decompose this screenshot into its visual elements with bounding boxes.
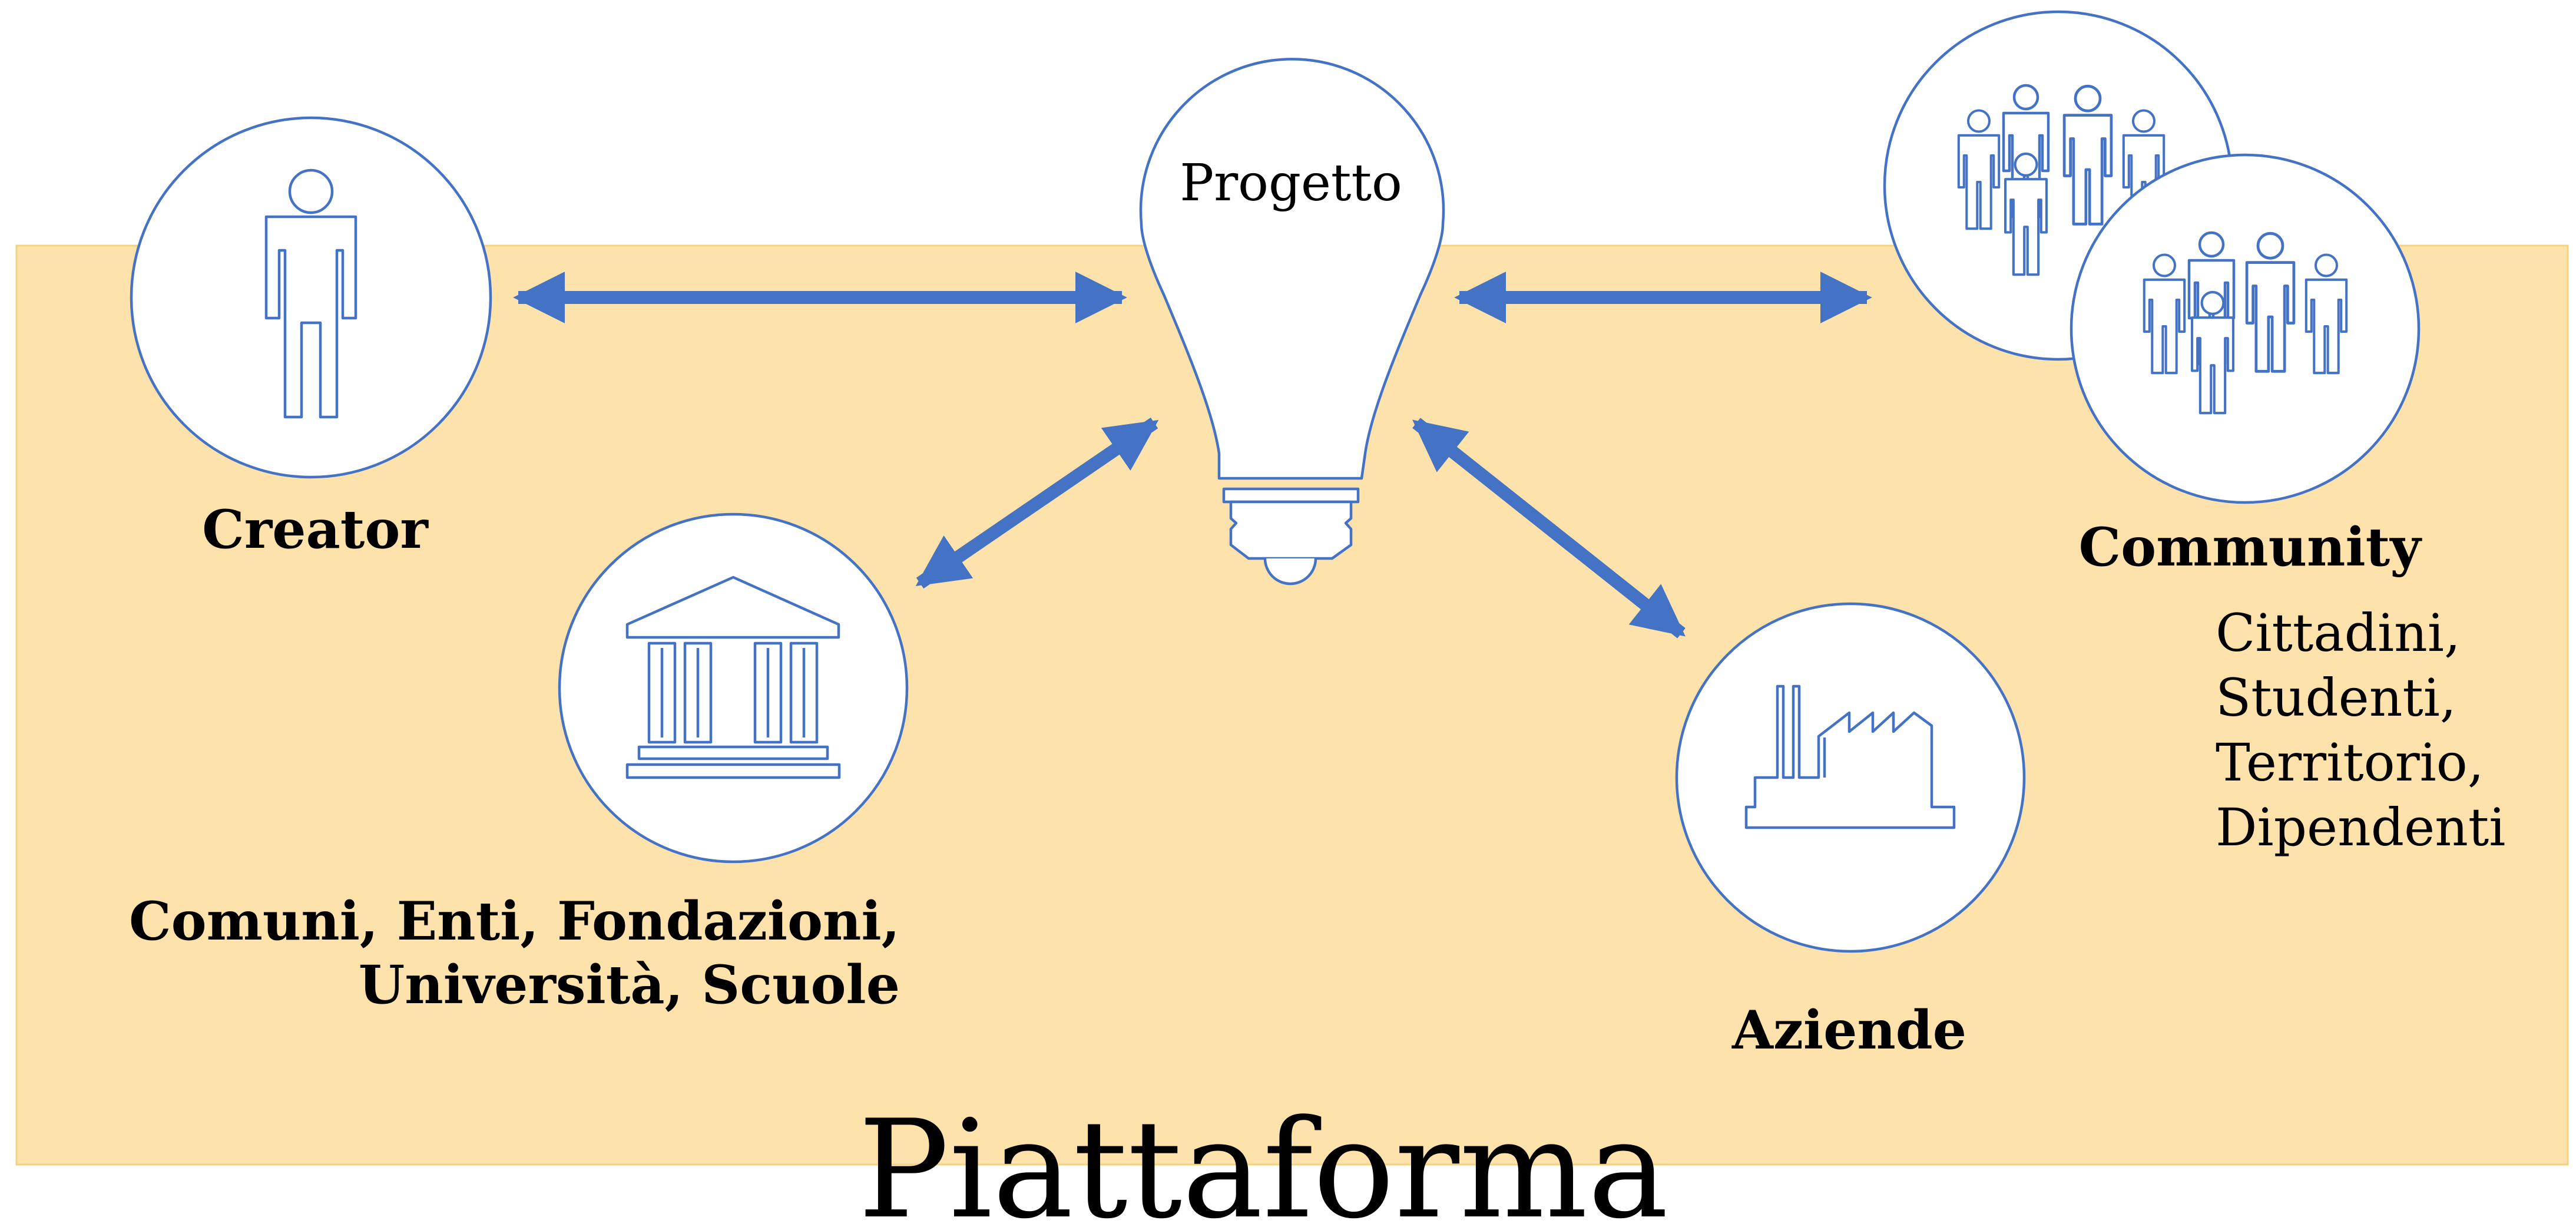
community-circle-front [2070, 153, 2421, 504]
community-member-3: Territorio, [2216, 732, 2484, 793]
institutions-label-line2: Università, Scuole [359, 954, 900, 1016]
institutions-label-line1: Comuni, Enti, Fondazioni, [129, 890, 900, 953]
institutions-circle [558, 512, 909, 864]
connection-arrows [513, 272, 1872, 639]
project-label: Progetto [1180, 154, 1402, 213]
platform-label: Piattaforma [858, 1092, 1668, 1227]
institutions-node: Comuni, Enti, Fondazioni, Università, Sc… [129, 512, 909, 1016]
arrow-project-institutions [915, 417, 1159, 589]
community-member-1: Cittadini, [2216, 603, 2461, 663]
community-member-2: Studenti, [2216, 667, 2456, 728]
project-node: Progetto [1139, 58, 1445, 586]
community-label: Community [2078, 516, 2422, 578]
person-icon [264, 168, 357, 419]
companies-node: Aziende [1675, 602, 2026, 1061]
community-member-4: Dipendenti [2216, 797, 2505, 858]
arrow-project-companies [1412, 418, 1686, 639]
creator-label: Creator [202, 498, 429, 561]
institution-building-icon [625, 576, 841, 779]
community-node: Community Cittadini, Studenti, Territori… [1883, 10, 2505, 858]
companies-label: Aziende [1731, 999, 1966, 1061]
factory-icon [1744, 684, 1956, 829]
creator-node: Creator [130, 116, 492, 561]
lightbulb-icon [1139, 58, 1445, 586]
